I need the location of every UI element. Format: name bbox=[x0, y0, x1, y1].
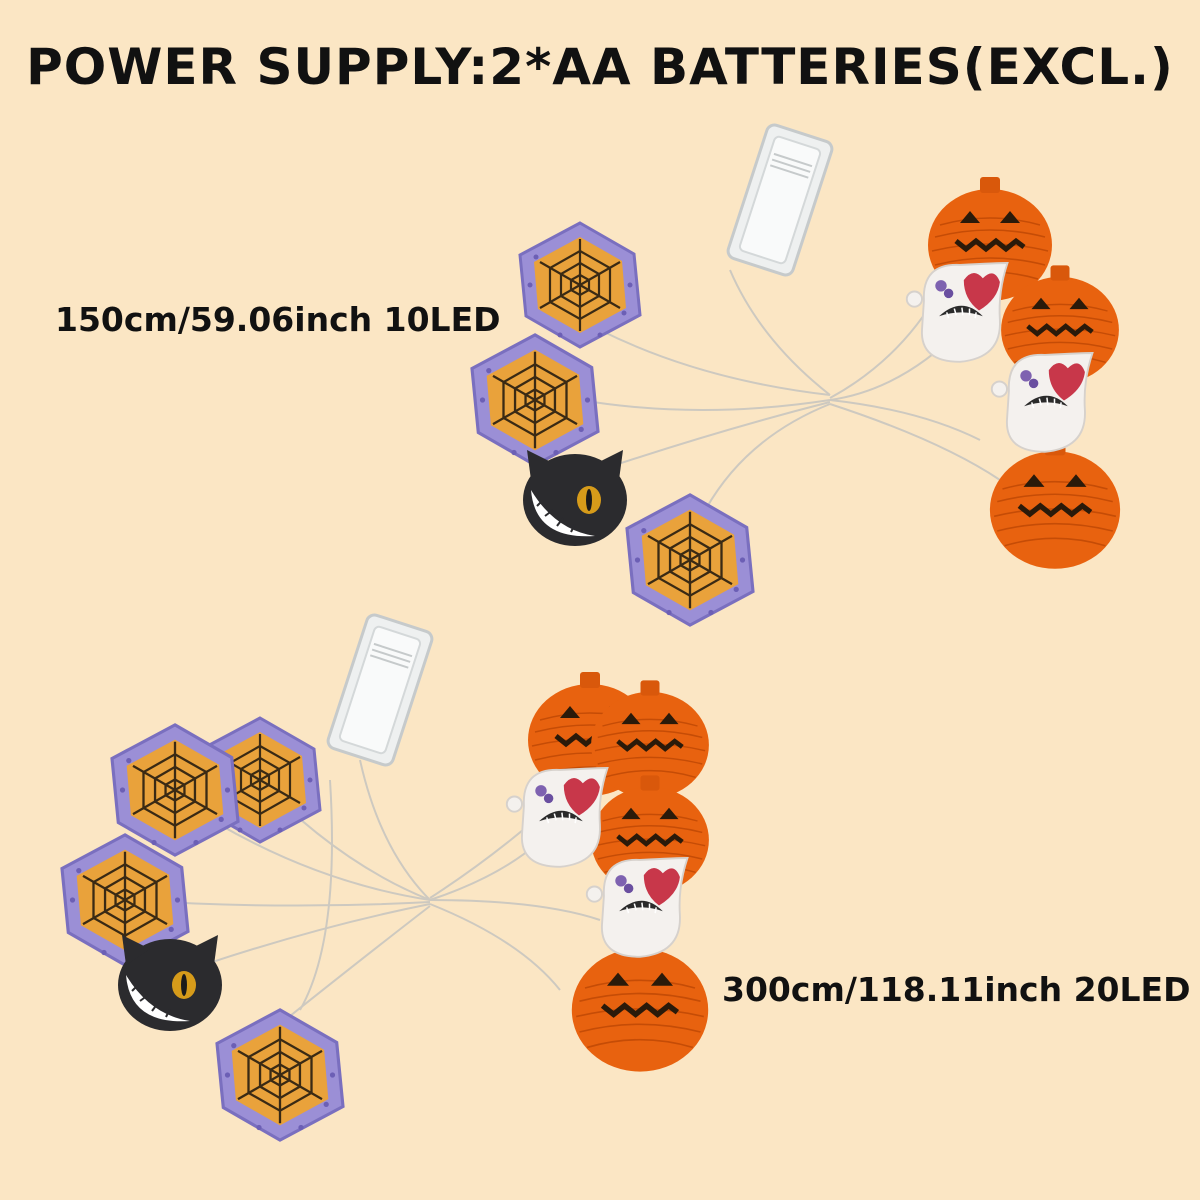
pumpkin-light-icon bbox=[990, 439, 1120, 569]
ghost-light-icon bbox=[585, 857, 689, 958]
ghost-light-icon bbox=[505, 767, 609, 868]
ghost-light-icon bbox=[990, 352, 1094, 453]
spec-label-20led: 300cm/118.11inch 20LED bbox=[722, 970, 1191, 1009]
ghost-light-icon bbox=[905, 262, 1009, 363]
battery-box-icon bbox=[324, 611, 436, 769]
black-cat-light-icon bbox=[117, 934, 223, 1032]
wire-bundle-10led bbox=[579, 269, 1001, 521]
spiderweb-light-icon bbox=[215, 1008, 345, 1142]
black-cat-light-icon bbox=[522, 449, 628, 547]
spiderweb-light-icon bbox=[518, 221, 642, 349]
battery-box-icon bbox=[724, 121, 836, 279]
string-10led bbox=[470, 121, 1120, 627]
headline: POWER SUPPLY:2*AA BATTERIES(EXCL.) bbox=[26, 38, 1174, 96]
spiderweb-light-icon bbox=[470, 333, 600, 467]
spiderweb-light-icon bbox=[625, 493, 755, 627]
string-20led bbox=[60, 611, 709, 1142]
spec-label-10led: 150cm/59.06inch 10LED bbox=[55, 300, 501, 339]
